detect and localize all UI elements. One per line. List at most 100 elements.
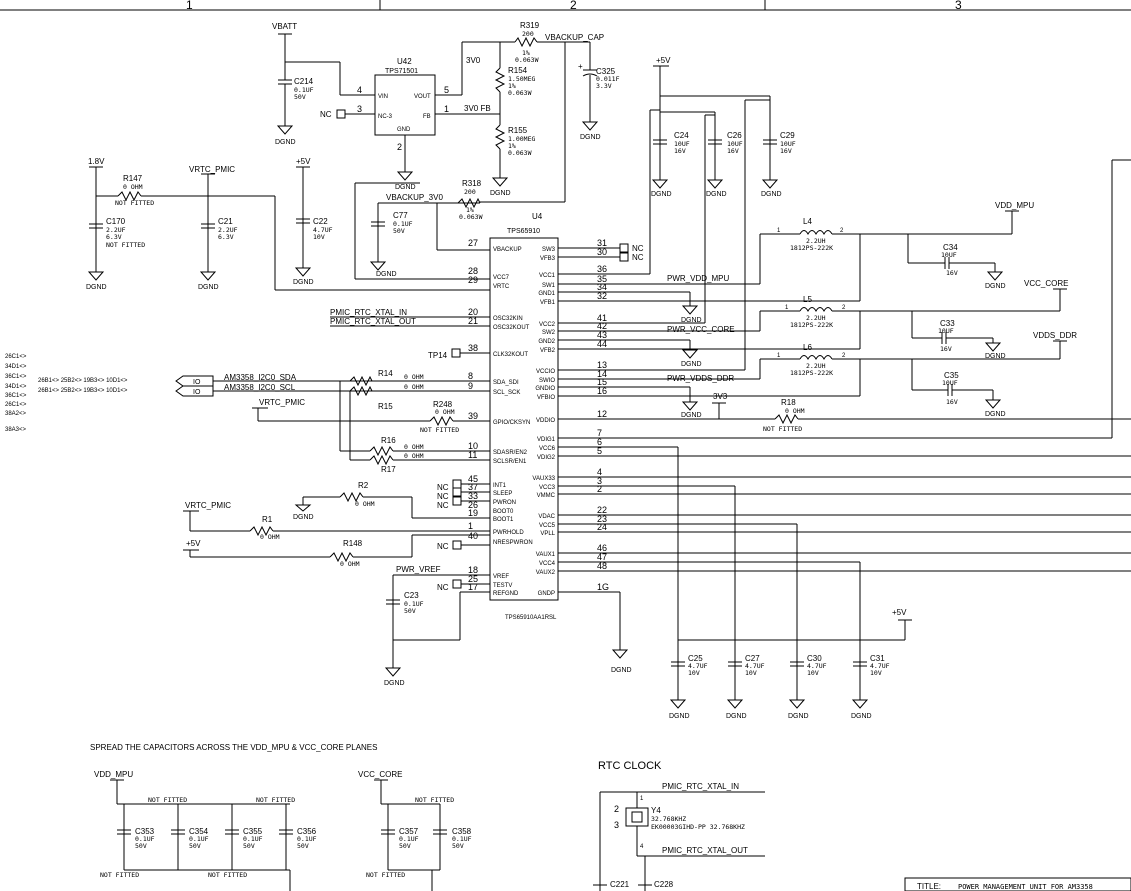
r318-tol: 1% (466, 206, 474, 214)
net-vbatt: VBATT (272, 22, 297, 31)
not-fitted-label: NOT FITTED (256, 796, 295, 804)
c353-value: 0.1UF (135, 835, 155, 843)
l5-ref: L5 (803, 295, 812, 304)
sheet-frame: 1 2 3 (0, 0, 1131, 12)
u4-pin-name: CLK32KOUT (493, 352, 528, 358)
r155-value: 1.00MEG (508, 135, 535, 143)
y4-ref: Y4 (651, 806, 661, 815)
u4-pin-name: NRESPWRON (493, 540, 533, 546)
u4-pin-number: 8 (468, 371, 473, 381)
net-3v3: 3V3 (713, 392, 728, 401)
u4-pin-name: SW2 (542, 330, 556, 336)
l6-value: 2.2UH (806, 362, 826, 370)
r318-value: 200 (464, 188, 476, 196)
net-pwr-vcc-core: PWR_VCC_CORE (667, 325, 735, 334)
u4-pin-name: SCL_SCK (493, 390, 520, 396)
u4-pin-name: SCLSR/EN1 (493, 459, 527, 465)
u4-pin-number: 5 (597, 446, 602, 456)
c353-ref: C353 (135, 827, 155, 836)
net-vdds-ddr: VDDS_DDR (1033, 331, 1077, 340)
y4-pin1: 1 (640, 796, 644, 802)
gnd-label: DGND (275, 139, 296, 146)
r248-value: 0 OHM (435, 408, 455, 416)
c358-value: 0.1UF (452, 835, 472, 843)
net-xtal-out: PMIC_RTC_XTAL_OUT (662, 846, 748, 855)
r18-ref: R18 (781, 398, 796, 407)
r154-ref: R154 (508, 66, 528, 75)
y4-pin3: 3 (614, 820, 619, 830)
u4-pin-number: 1G (597, 582, 609, 592)
nc-pins-left: NC NC NC NC NC (437, 479, 490, 592)
c25-ref: C25 (688, 654, 703, 663)
c22-voltage: 10V (313, 233, 325, 241)
u4-pin-name: VAUX33 (532, 476, 555, 482)
u4-pin-name: GNDP (538, 591, 555, 597)
r154-power: 0.063W (508, 89, 532, 97)
gnd-label: DGND (293, 279, 314, 286)
c77-ref: C77 (393, 211, 408, 220)
c357-value: 0.1UF (399, 835, 419, 843)
u4-pin-name: VFB3 (540, 256, 556, 262)
u4-pin-name: SLEEP (493, 491, 512, 497)
u4-pin-number: 48 (597, 561, 607, 571)
gnd-label: DGND (681, 412, 702, 419)
c325-voltage: 3.3V (596, 82, 612, 90)
c228-ref: C228 (654, 880, 674, 889)
l4-pin2: 2 (840, 228, 844, 234)
c29-ref: C29 (780, 131, 795, 140)
u4-pin-name: TESTV (493, 583, 512, 589)
c214-ref: C214 (294, 77, 314, 86)
gnd-label: DGND (985, 283, 1006, 290)
y4-part: EK00003GIHD-PP 32.768KHZ (651, 823, 745, 831)
c355-ref: C355 (243, 827, 263, 836)
net-pwr-vref: PWR_VREF (396, 565, 441, 574)
io-connector-scl: IO (193, 389, 201, 396)
net-xtal-out: PMIC_RTC_XTAL_OUT (330, 317, 416, 326)
tp14-label: TP14 (428, 351, 448, 360)
r319-tol: 1% (522, 49, 530, 57)
l5-pin1: 1 (785, 305, 789, 311)
net-5v: +5V (296, 157, 311, 166)
y4-pin4: 4 (640, 844, 644, 850)
gnd-label: DGND (651, 191, 672, 198)
u4-pin-name: VCC7 (493, 275, 510, 281)
u4-pin-name: VCC6 (539, 446, 556, 452)
left-ref-list: 26C1<> 34D1<> 36C1<> 34D1<> 36C1<> 26C1<… (5, 354, 27, 433)
r148-ref: R148 (343, 539, 363, 548)
c355-value: 0.1UF (243, 835, 263, 843)
zone-label-1: 1 (186, 0, 193, 12)
l5-pin2: 2 (842, 305, 846, 311)
c23-voltage: 50V (404, 607, 416, 615)
c27-value: 4.7UF (745, 662, 765, 670)
sda-page-refs: 26B1<> 25B2<> 19B3<> 10D1<> (38, 378, 128, 384)
c34-voltage: 16V (946, 269, 958, 277)
u4-pin-number: 21 (468, 316, 478, 326)
u42-pinnum: 2 (397, 142, 402, 152)
u4-pin-number: 26 (468, 500, 478, 510)
u4-pin-name: VFB2 (540, 348, 556, 354)
l6-part: 1812PS-222K (790, 369, 833, 377)
c25-value: 4.7UF (688, 662, 708, 670)
nc-marker: NC (632, 253, 644, 262)
u4-pin-name: VCCIO (536, 369, 555, 375)
c325-ref: C325 (596, 67, 616, 76)
u4-pin-number: 14 (597, 369, 607, 379)
gnd-label: DGND (681, 317, 702, 324)
u4-pin-name: INT1 (493, 483, 507, 489)
r154-value: 1.50MEG (508, 75, 535, 83)
u4-pin-number: 1 (468, 521, 473, 531)
gnd-label: DGND (384, 680, 405, 687)
not-fitted-label: NOT FITTED (366, 871, 405, 879)
c214-value: 0.1UF (294, 86, 314, 94)
c170-voltage: 6.3V (106, 233, 122, 241)
gnd-label: DGND (86, 284, 107, 291)
